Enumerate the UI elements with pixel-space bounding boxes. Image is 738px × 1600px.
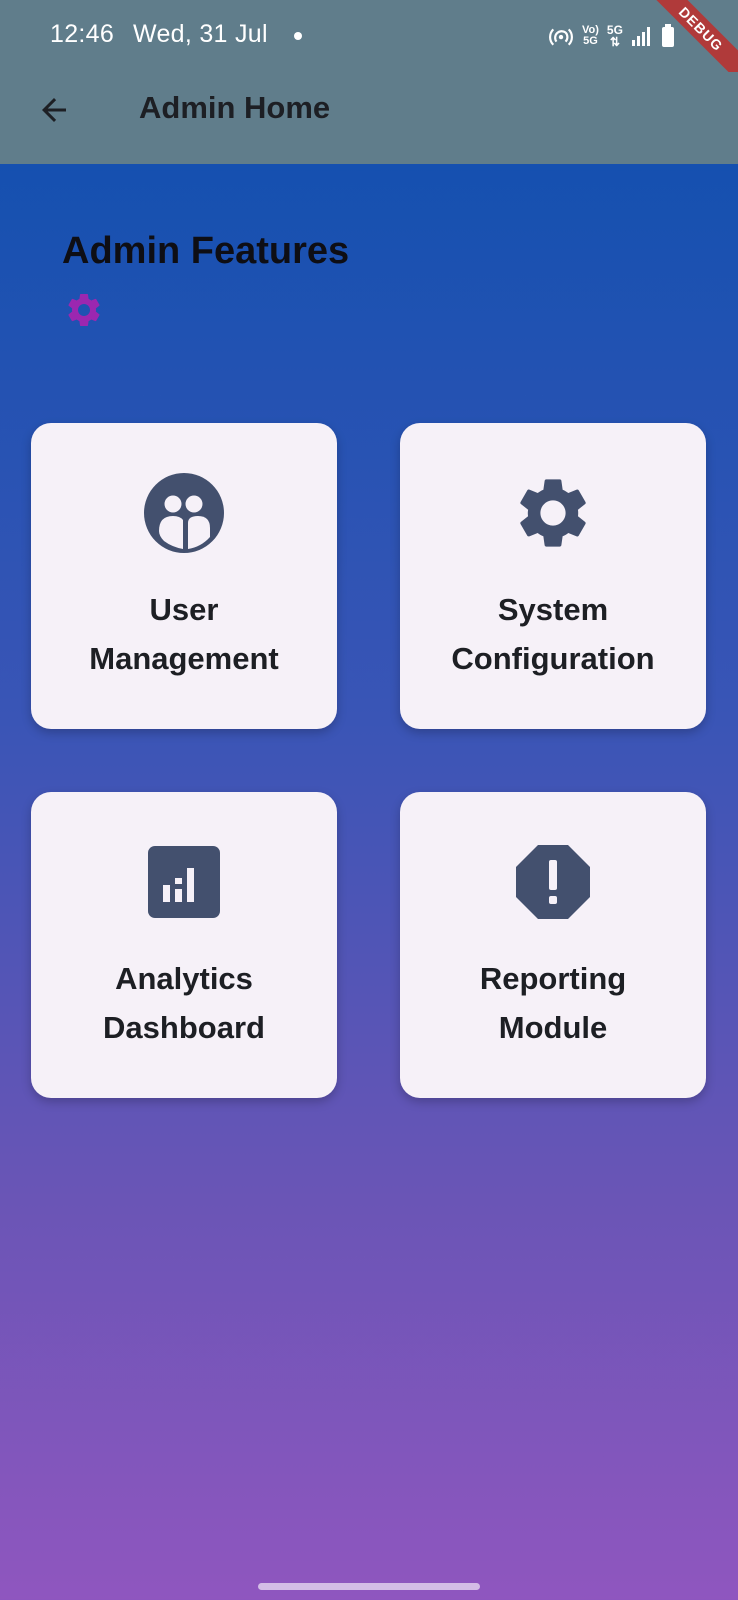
- card-label-line1: Reporting: [479, 961, 627, 996]
- volte-label-bottom: 5G: [583, 35, 598, 47]
- card-label-line1: User: [149, 592, 219, 627]
- status-date: Wed, 31 Jul: [133, 20, 268, 48]
- status-time: 12:46: [50, 20, 115, 48]
- arrow-back-icon[interactable]: [36, 92, 72, 128]
- card-label: User Management: [41, 585, 327, 683]
- signal-icon: [631, 27, 650, 46]
- card-label-line2: Management: [89, 641, 279, 676]
- battery-icon: [661, 24, 674, 47]
- notification-dot: [294, 32, 302, 40]
- gear-icon: [520, 479, 586, 547]
- card-label-line1: System: [497, 592, 609, 627]
- card-label: Analytics Dashboard: [41, 954, 327, 1052]
- section-title: Admin Features: [62, 230, 350, 272]
- status-bar: 12:46 Wed, 31 Jul Vo) 5G 5G ⇅ DEBUG: [0, 0, 738, 90]
- user-management-card[interactable]: User Management: [31, 423, 337, 729]
- reporting-module-card[interactable]: Reporting Module: [400, 792, 706, 1098]
- analytics-icon: [148, 846, 220, 918]
- card-label-line2: Dashboard: [103, 1010, 265, 1045]
- data-arrows: ⇅: [609, 35, 620, 49]
- gear-icon: [68, 294, 100, 326]
- people-circle-icon: [144, 473, 224, 553]
- status-icons: Vo) 5G 5G ⇅: [548, 22, 675, 50]
- card-label: Reporting Module: [410, 954, 696, 1052]
- card-label-line2: Configuration: [451, 641, 655, 676]
- analytics-dashboard-card[interactable]: Analytics Dashboard: [31, 792, 337, 1098]
- app-bar: [0, 72, 738, 164]
- card-label-line1: Analytics: [115, 961, 253, 996]
- network-label: 5G: [606, 23, 623, 37]
- report-octagon-icon: [516, 845, 590, 919]
- card-label-line2: Module: [498, 1010, 608, 1045]
- volte-label-top: Vo): [582, 24, 599, 36]
- hotspot-icon: [549, 28, 573, 46]
- page-title: Admin Home: [139, 90, 331, 125]
- card-label: System Configuration: [410, 585, 696, 683]
- system-configuration-card[interactable]: System Configuration: [400, 423, 706, 729]
- volte-icon: Vo) 5G: [582, 25, 599, 47]
- 5g-data-icon: 5G ⇅: [607, 24, 623, 48]
- home-indicator[interactable]: [258, 1583, 480, 1590]
